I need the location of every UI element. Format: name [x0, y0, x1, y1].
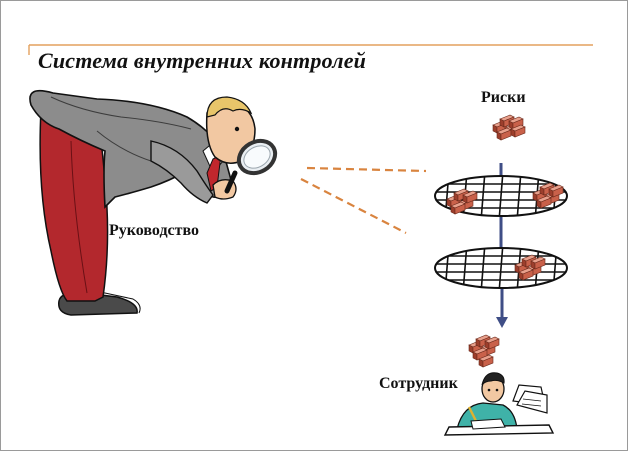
slide-title: Система внутренних контролей	[38, 48, 367, 73]
sight-line-upper	[306, 166, 427, 173]
grid-net-icon	[434, 175, 568, 217]
label-management: Руководство	[109, 222, 200, 239]
grid-net-icon	[434, 247, 568, 289]
sight-line-lower	[300, 178, 407, 234]
label-employee: Сотрудник	[379, 375, 458, 392]
worker-at-desk-icon	[443, 372, 555, 436]
arrow-down-icon	[496, 289, 508, 328]
bricks-icon	[493, 115, 526, 140]
bricks-icon	[469, 335, 499, 368]
inspector-with-magnifier-icon	[29, 89, 278, 316]
label-risks: Риски	[481, 89, 526, 106]
